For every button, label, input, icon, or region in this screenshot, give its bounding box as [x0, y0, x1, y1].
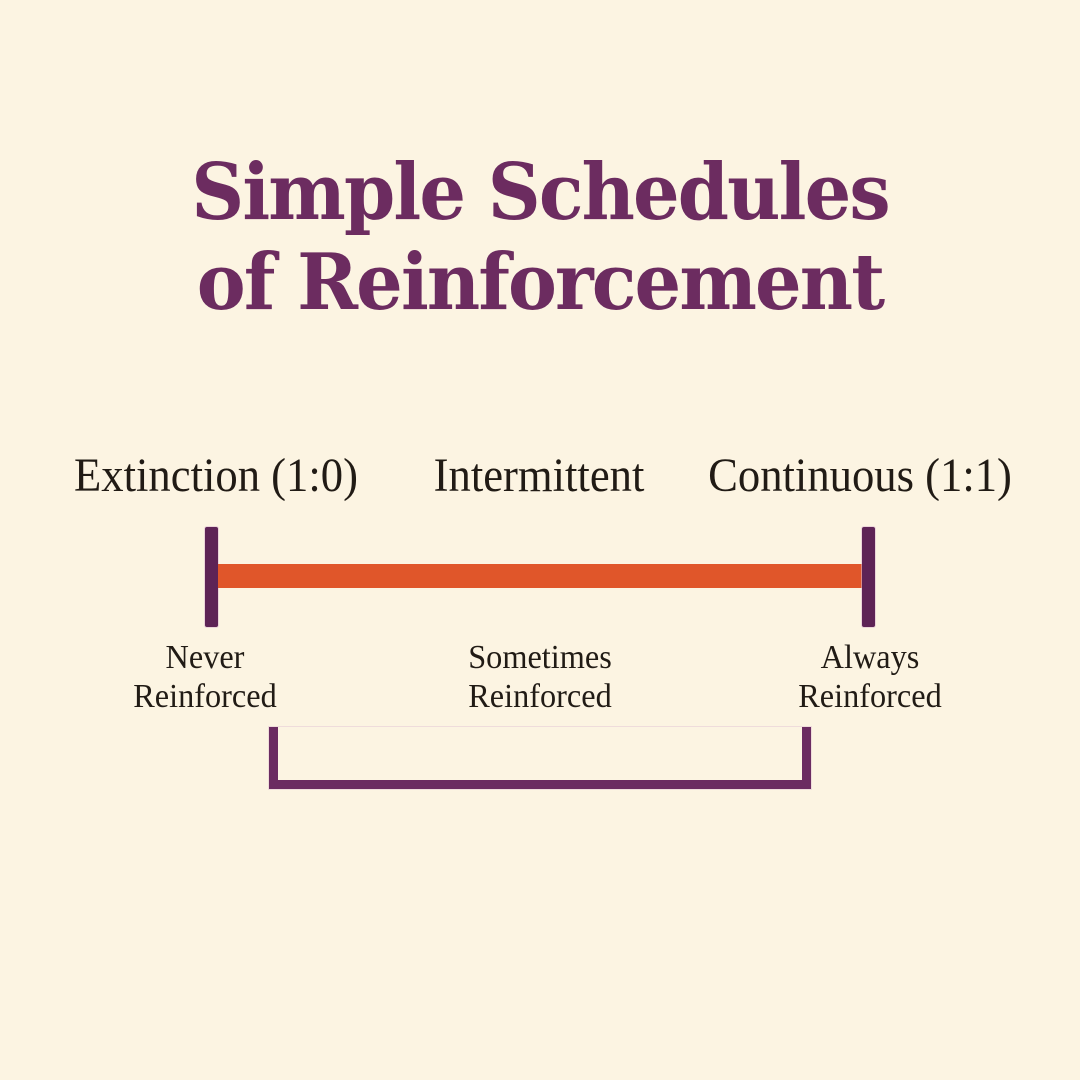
spectrum-right-endpoint-cap — [862, 527, 875, 627]
spectrum-bar — [218, 564, 862, 588]
sublabel-always-reinforced: Always Reinforced — [798, 638, 941, 716]
page-title: Simple Schedules of Reinforcement — [32, 148, 1047, 328]
sublabel-always-line1: Always — [820, 639, 920, 676]
range-bracket — [269, 727, 811, 789]
sublabel-never-line1: Never — [165, 639, 245, 676]
spectrum-label-continuous: Continuous (1:1) — [708, 449, 1012, 502]
sublabel-never-reinforced: Never Reinforced — [133, 638, 276, 716]
page-title-line1: Simple Schedules — [191, 147, 890, 238]
page-title-line2: of Reinforcement — [196, 237, 885, 328]
spectrum-label-extinction: Extinction (1:0) — [74, 449, 358, 502]
sublabel-always-line2: Reinforced — [798, 678, 942, 715]
spectrum-label-intermittent: Intermittent — [433, 449, 645, 502]
sublabel-sometimes-line1: Sometimes — [468, 639, 612, 676]
spectrum-left-endpoint-cap — [205, 527, 218, 627]
sublabel-never-line2: Reinforced — [133, 678, 277, 715]
sublabel-sometimes-reinforced: Sometimes Reinforced — [468, 638, 612, 716]
sublabel-sometimes-line2: Reinforced — [468, 678, 612, 715]
